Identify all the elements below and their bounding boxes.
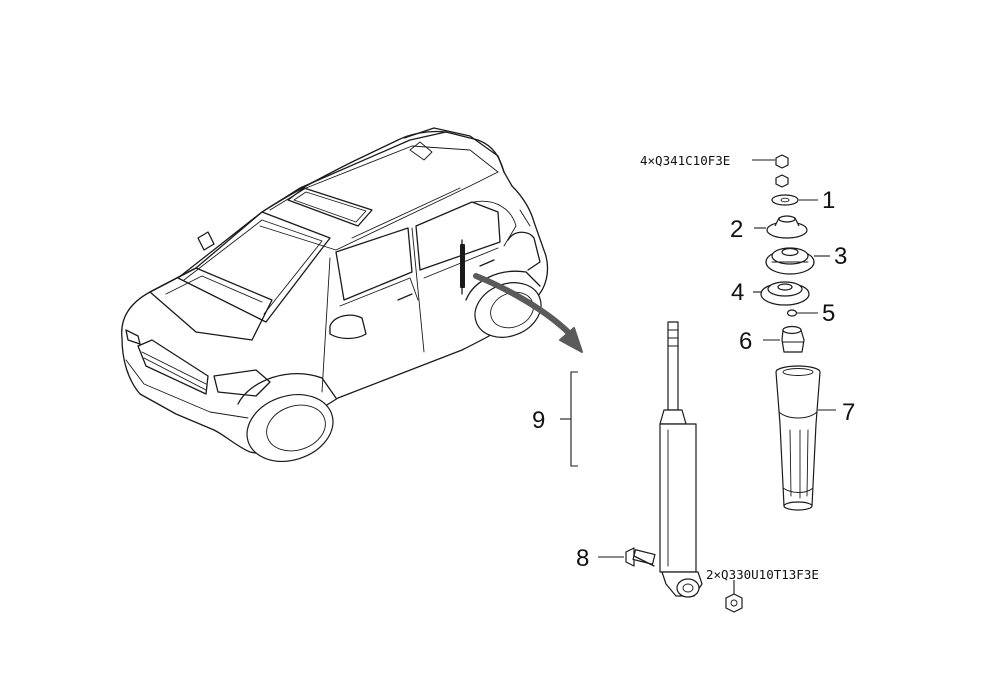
- small-nut: [775, 174, 789, 188]
- callout-6: 6: [739, 328, 752, 355]
- bump-stop: [781, 325, 805, 353]
- upper-mount-cap: [766, 215, 808, 239]
- lower-mount: [760, 281, 810, 306]
- shock-absorber: [659, 321, 703, 598]
- callout-2: 2: [730, 216, 743, 243]
- callout-7: 7: [842, 399, 855, 426]
- vehicle-illustration: [121, 127, 549, 462]
- dust-boot: [775, 365, 821, 511]
- callout-9: 9: [532, 407, 545, 434]
- bottom-nut-part-code: 2×Q330U10T13F3E: [706, 567, 819, 582]
- bushing: [786, 309, 798, 317]
- upper-mount: [765, 247, 815, 275]
- callout-3: 3: [834, 243, 847, 270]
- mounting-bolt: [625, 547, 656, 567]
- top-nut-part-code: 4×Q341C10F3E: [640, 153, 730, 168]
- top-nut: [775, 154, 789, 169]
- assembly-bracket: [560, 371, 578, 467]
- callout-8: 8: [576, 545, 589, 572]
- bottom-nut: [725, 593, 743, 613]
- callout-1: 1: [822, 187, 835, 214]
- callout-5: 5: [822, 300, 835, 327]
- location-arrow: [473, 273, 583, 353]
- callout-4: 4: [731, 279, 744, 306]
- washer: [771, 194, 799, 206]
